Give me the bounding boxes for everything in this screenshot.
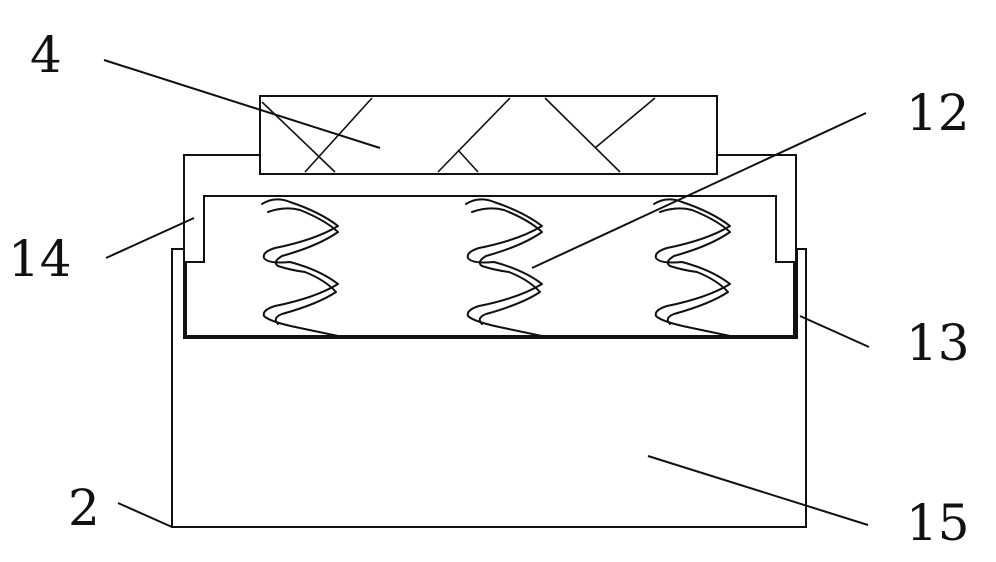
leader-14	[105, 217, 195, 259]
leader-2	[117, 502, 173, 528]
top-pad	[259, 95, 718, 175]
label-15: 15	[906, 494, 970, 552]
label-4: 4	[30, 26, 62, 84]
leader-4	[103, 59, 381, 149]
spring-middle	[465, 198, 543, 337]
spring-right	[653, 198, 731, 337]
label-2: 2	[68, 479, 100, 537]
leader-lines	[103, 59, 870, 528]
leader-12	[531, 112, 867, 269]
leader-15	[647, 455, 869, 526]
label-14: 14	[8, 230, 72, 288]
leader-13	[799, 315, 870, 348]
label-13: 13	[906, 314, 970, 372]
label-12: 12	[906, 84, 970, 142]
spring-left	[261, 198, 339, 337]
